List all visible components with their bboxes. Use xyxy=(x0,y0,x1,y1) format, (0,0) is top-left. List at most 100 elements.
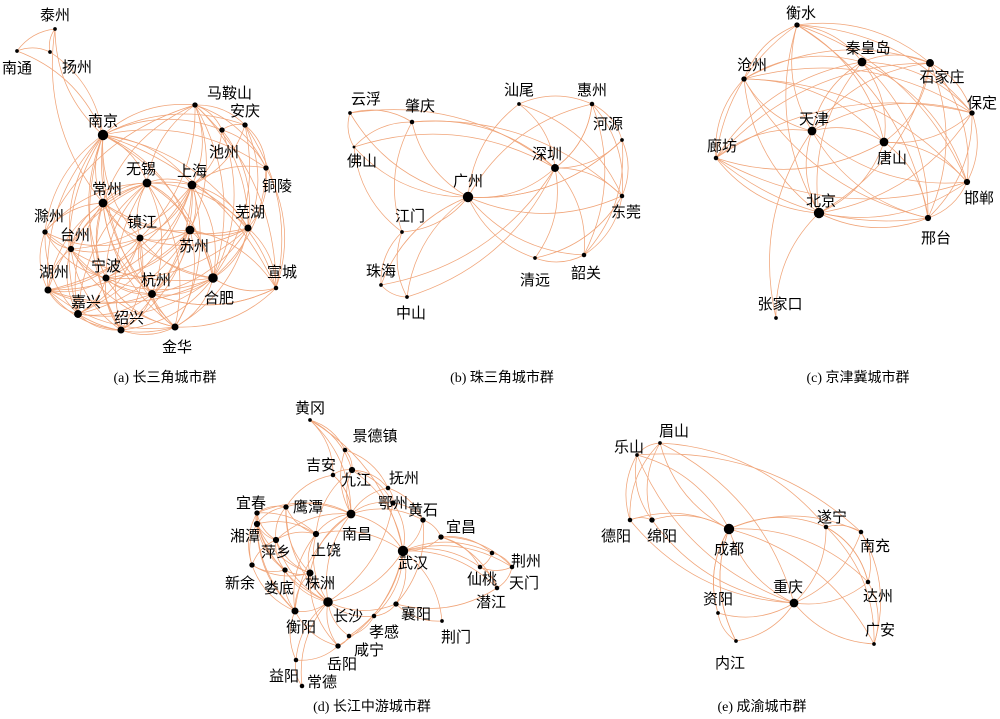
node-九江 xyxy=(348,466,356,474)
edge-铜陵-上海 xyxy=(191,165,267,186)
edge-秦皇岛-邯郸 xyxy=(861,61,968,183)
label-芜湖: 芜湖 xyxy=(235,203,265,221)
edge-鹰潭-萍乡 xyxy=(275,506,287,541)
node-绵阳 xyxy=(649,517,655,523)
label-荆门: 荆门 xyxy=(441,628,471,646)
label-长沙: 长沙 xyxy=(333,607,363,625)
edge-衡水-保定 xyxy=(796,24,973,114)
label-台州: 台州 xyxy=(60,226,90,244)
node-宁波 xyxy=(102,274,110,282)
edge-汕尾-惠州 xyxy=(518,95,593,105)
label-娄底: 娄底 xyxy=(264,579,294,597)
node-无锡 xyxy=(142,178,152,188)
edge-遂宁-达州 xyxy=(825,526,869,583)
label-金华: 金华 xyxy=(162,338,192,356)
edge-泰州-南京 xyxy=(54,28,104,136)
edge-绵阳-成都 xyxy=(651,515,730,530)
node-遂宁 xyxy=(823,524,829,530)
edge-南京-宣城 xyxy=(102,134,277,289)
node-长沙 xyxy=(323,597,333,607)
edge-马鞍山-芜湖 xyxy=(194,104,249,229)
edge-遂宁-南充 xyxy=(825,524,862,533)
edge-武汉-天门 xyxy=(402,545,513,568)
node-宜春 xyxy=(254,510,260,516)
edge-廊坊-北京 xyxy=(715,157,820,214)
edge-衡水-秦皇岛 xyxy=(796,24,863,63)
label-合肥: 合肥 xyxy=(204,289,234,307)
node-仙桃 xyxy=(477,564,483,570)
edge-张家口-天津 xyxy=(769,130,813,319)
edge-石家庄-天津 xyxy=(811,62,931,132)
label-重庆: 重庆 xyxy=(773,578,803,596)
label-保定: 保定 xyxy=(967,94,997,112)
node-新余 xyxy=(249,562,255,568)
label-广州: 广州 xyxy=(453,172,483,190)
edge-铜陵-芜湖 xyxy=(247,167,267,229)
edge-惠州-东莞 xyxy=(591,103,623,197)
edge-廊坊-邯郸 xyxy=(715,157,968,200)
node-宜昌 xyxy=(438,534,444,540)
label-汕尾: 汕尾 xyxy=(504,81,534,99)
edge-台州-嘉兴 xyxy=(66,248,79,315)
node-惠州 xyxy=(589,101,595,107)
label-衡水: 衡水 xyxy=(786,4,816,22)
label-石家庄: 石家庄 xyxy=(919,68,964,86)
edge-安庆-上海 xyxy=(191,124,246,186)
edge-江门-中山 xyxy=(396,231,408,298)
edge-合肥-宣城 xyxy=(212,277,277,292)
edge-内江-成都 xyxy=(719,528,737,642)
node-达州 xyxy=(865,579,871,585)
edge-沧州-邯郸 xyxy=(743,78,968,183)
edge-台州-湖州 xyxy=(47,248,72,291)
label-达州: 达州 xyxy=(863,587,893,605)
edge-武汉-仙桃 xyxy=(402,548,481,568)
edge-惠州-广州 xyxy=(467,103,593,198)
node-池州 xyxy=(219,127,225,133)
edge-九江-鄂州 xyxy=(351,469,394,504)
node-黄冈 xyxy=(308,418,312,422)
label-泰州: 泰州 xyxy=(40,6,70,24)
edge-孝感-咸宁 xyxy=(348,615,375,637)
edge-北京-张家口 xyxy=(775,212,820,319)
edge-九江-抚州 xyxy=(351,469,389,489)
edge-南通-南京 xyxy=(16,50,104,136)
edge-九江-上饶 xyxy=(315,469,353,535)
edge-池州-铜陵 xyxy=(221,129,267,169)
label-湘潭: 湘潭 xyxy=(230,527,260,545)
edge-苏州-嘉兴 xyxy=(77,229,191,315)
edge-南昌-衡阳 xyxy=(294,513,352,612)
node-萍乡 xyxy=(272,536,280,544)
label-九江: 九江 xyxy=(341,471,371,489)
edge-合肥-嘉兴 xyxy=(77,277,214,317)
edge-池州-芜湖 xyxy=(221,129,251,229)
edge-上饶-衡阳 xyxy=(293,533,317,612)
edge-泰州-常州 xyxy=(52,28,104,204)
edge-唐山-北京 xyxy=(818,141,885,214)
label-岳阳: 岳阳 xyxy=(327,655,357,673)
label-铜陵: 铜陵 xyxy=(262,177,292,195)
node-娄底 xyxy=(282,567,288,573)
edge-天津-邯郸 xyxy=(811,130,968,184)
edge-宁波-金华 xyxy=(105,277,176,328)
node-东莞 xyxy=(619,193,625,199)
node-成都 xyxy=(723,523,735,535)
edge-南京-湖州 xyxy=(47,134,104,291)
edge-萍乡-株洲 xyxy=(275,539,311,574)
node-河源 xyxy=(620,138,624,142)
edge-秦皇岛-北京 xyxy=(816,61,863,214)
node-北京 xyxy=(813,207,825,219)
node-宣城 xyxy=(273,285,279,291)
edge-邯郸-邢台 xyxy=(927,181,968,219)
edge-合肥-绍兴 xyxy=(120,277,214,331)
edge-黄石-襄阳 xyxy=(395,519,425,605)
edge-无锡-嘉兴 xyxy=(77,182,148,315)
edge-抚州-黄石 xyxy=(387,487,424,521)
edge-石家庄-保定 xyxy=(929,62,973,114)
label-黄冈: 黄冈 xyxy=(295,399,325,417)
edge-天津-唐山 xyxy=(811,127,885,143)
edge-池州-上海 xyxy=(191,129,223,186)
edge-石家庄-北京 xyxy=(818,62,931,214)
label-秦皇岛: 秦皇岛 xyxy=(845,39,890,57)
label-中山: 中山 xyxy=(396,304,426,322)
edge-上饶-武汉 xyxy=(315,530,404,552)
